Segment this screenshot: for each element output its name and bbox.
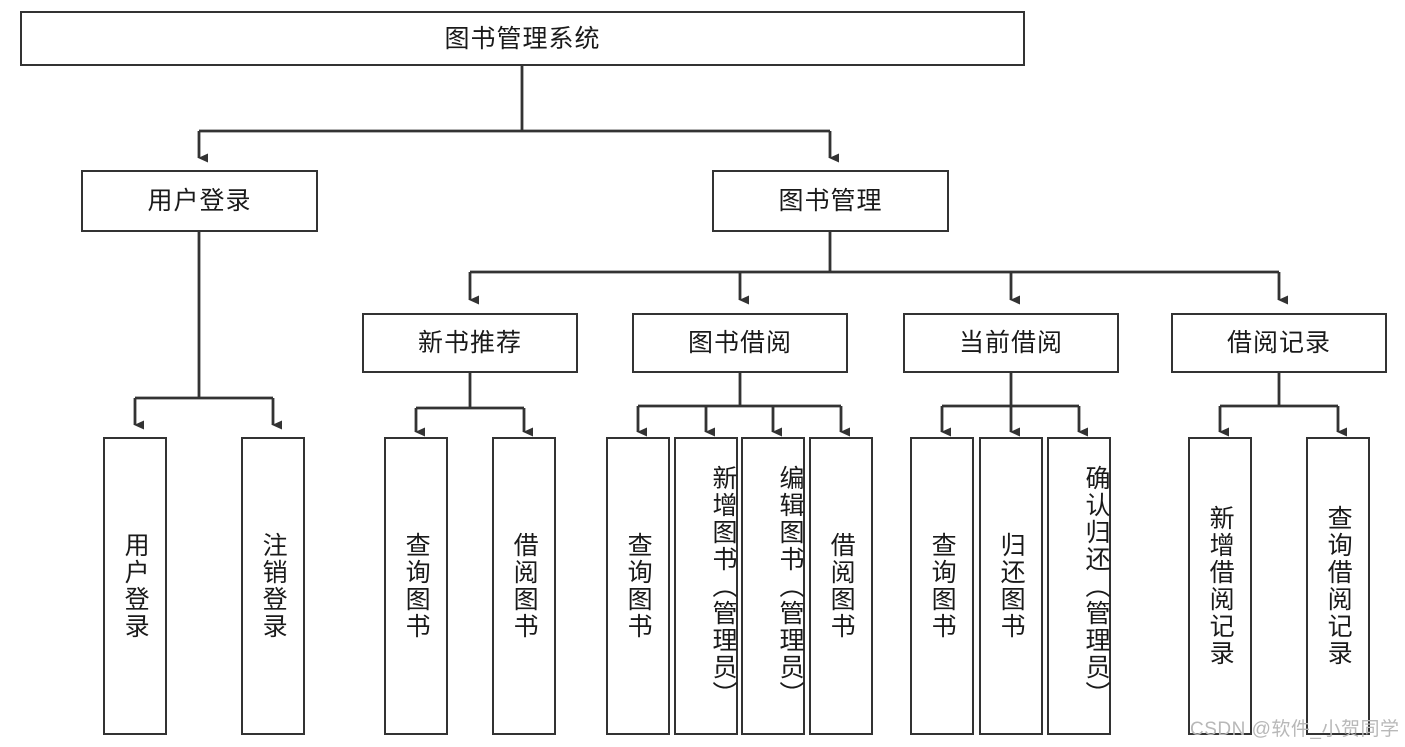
leaf-return-book[interactable]: 归还图书 — [979, 437, 1043, 735]
node-current-borrow[interactable]: 当前借阅 — [903, 313, 1119, 373]
leaf-query-book-1[interactable]: 查询图书 — [384, 437, 448, 735]
node-user-login[interactable]: 用户登录 — [81, 170, 318, 232]
leaf-query-book-3-label: 查询图书 — [928, 532, 957, 640]
leaf-user-login-label: 用户登录 — [121, 532, 150, 640]
node-book-borrow-label: 图书借阅 — [687, 329, 792, 357]
node-book-manage[interactable]: 图书管理 — [712, 170, 949, 232]
node-user-login-label: 用户登录 — [147, 187, 252, 215]
leaf-user-login[interactable]: 用户登录 — [103, 437, 167, 735]
leaf-query-record[interactable]: 查询借阅记录 — [1306, 437, 1370, 735]
leaf-query-book-1-label: 查询图书 — [402, 532, 431, 640]
leaf-query-record-label: 查询借阅记录 — [1324, 505, 1353, 667]
leaf-confirm-return-label: 确认归还（管理员） — [1082, 464, 1110, 708]
leaf-query-book-2[interactable]: 查询图书 — [606, 437, 670, 735]
leaf-borrow-book-2-label: 借阅图书 — [827, 532, 856, 640]
node-new-book-recommend-label: 新书推荐 — [417, 329, 522, 357]
leaf-confirm-return[interactable]: 确认归还（管理员） — [1047, 437, 1111, 735]
node-new-book-recommend[interactable]: 新书推荐 — [362, 313, 578, 373]
leaf-borrow-book-1-label: 借阅图书 — [510, 532, 539, 640]
node-root[interactable]: 图书管理系统 — [20, 11, 1025, 66]
leaf-add-book-label: 新增图书（管理员） — [709, 464, 737, 708]
node-root-label: 图书管理系统 — [444, 24, 601, 53]
leaf-logout-login-label: 注销登录 — [259, 532, 288, 640]
node-borrow-record[interactable]: 借阅记录 — [1171, 313, 1387, 373]
leaf-edit-book-label: 编辑图书（管理员） — [776, 464, 804, 708]
leaf-logout-login[interactable]: 注销登录 — [241, 437, 305, 735]
node-current-borrow-label: 当前借阅 — [958, 329, 1063, 357]
leaf-add-record-label: 新增借阅记录 — [1206, 505, 1235, 667]
leaf-query-book-3[interactable]: 查询图书 — [910, 437, 974, 735]
node-book-borrow[interactable]: 图书借阅 — [632, 313, 848, 373]
leaf-borrow-book-2[interactable]: 借阅图书 — [809, 437, 873, 735]
csdn-watermark: CSDN @软件_小贺同学 — [1190, 719, 1400, 740]
leaf-borrow-book-1[interactable]: 借阅图书 — [492, 437, 556, 735]
leaf-add-book[interactable]: 新增图书（管理员） — [674, 437, 738, 735]
node-book-manage-label: 图书管理 — [778, 187, 883, 215]
leaf-edit-book[interactable]: 编辑图书（管理员） — [741, 437, 805, 735]
leaf-query-book-2-label: 查询图书 — [624, 532, 653, 640]
leaf-return-book-label: 归还图书 — [997, 532, 1026, 640]
leaf-add-record[interactable]: 新增借阅记录 — [1188, 437, 1252, 735]
node-borrow-record-label: 借阅记录 — [1226, 329, 1331, 357]
